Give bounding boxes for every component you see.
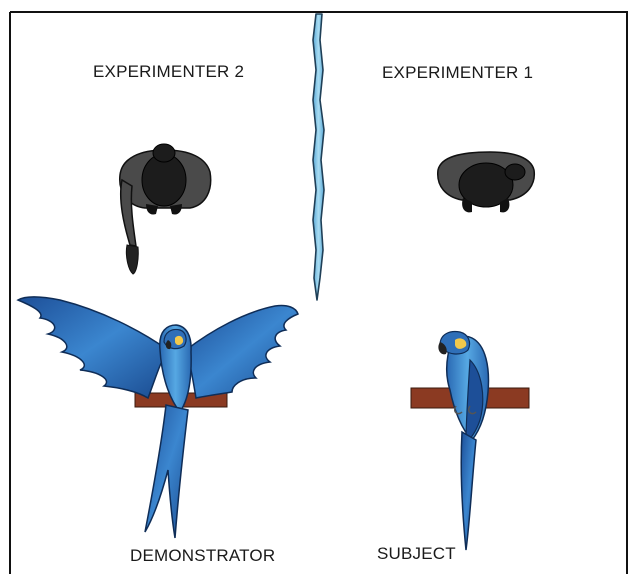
experimenter-2-hand (126, 245, 138, 274)
demonstrator-tail (145, 405, 188, 538)
demonstrator-label: DEMONSTRATOR (130, 546, 275, 566)
demonstrator-macaw (18, 297, 298, 538)
demonstrator-left-wing (18, 297, 168, 398)
experimenter-2-figure (120, 144, 211, 274)
subject-label: SUBJECT (377, 544, 456, 564)
barrier-divider (313, 14, 324, 300)
experimenter-1-label: EXPERIMENTER 1 (382, 63, 533, 83)
demonstrator-right-wing (186, 305, 298, 398)
experimenter-1-figure (438, 152, 535, 212)
subject-tail (461, 432, 476, 550)
experimenter-2-hair-bun (153, 144, 175, 162)
subject-macaw (438, 332, 488, 550)
experimenter-2-label: EXPERIMENTER 2 (93, 62, 244, 82)
